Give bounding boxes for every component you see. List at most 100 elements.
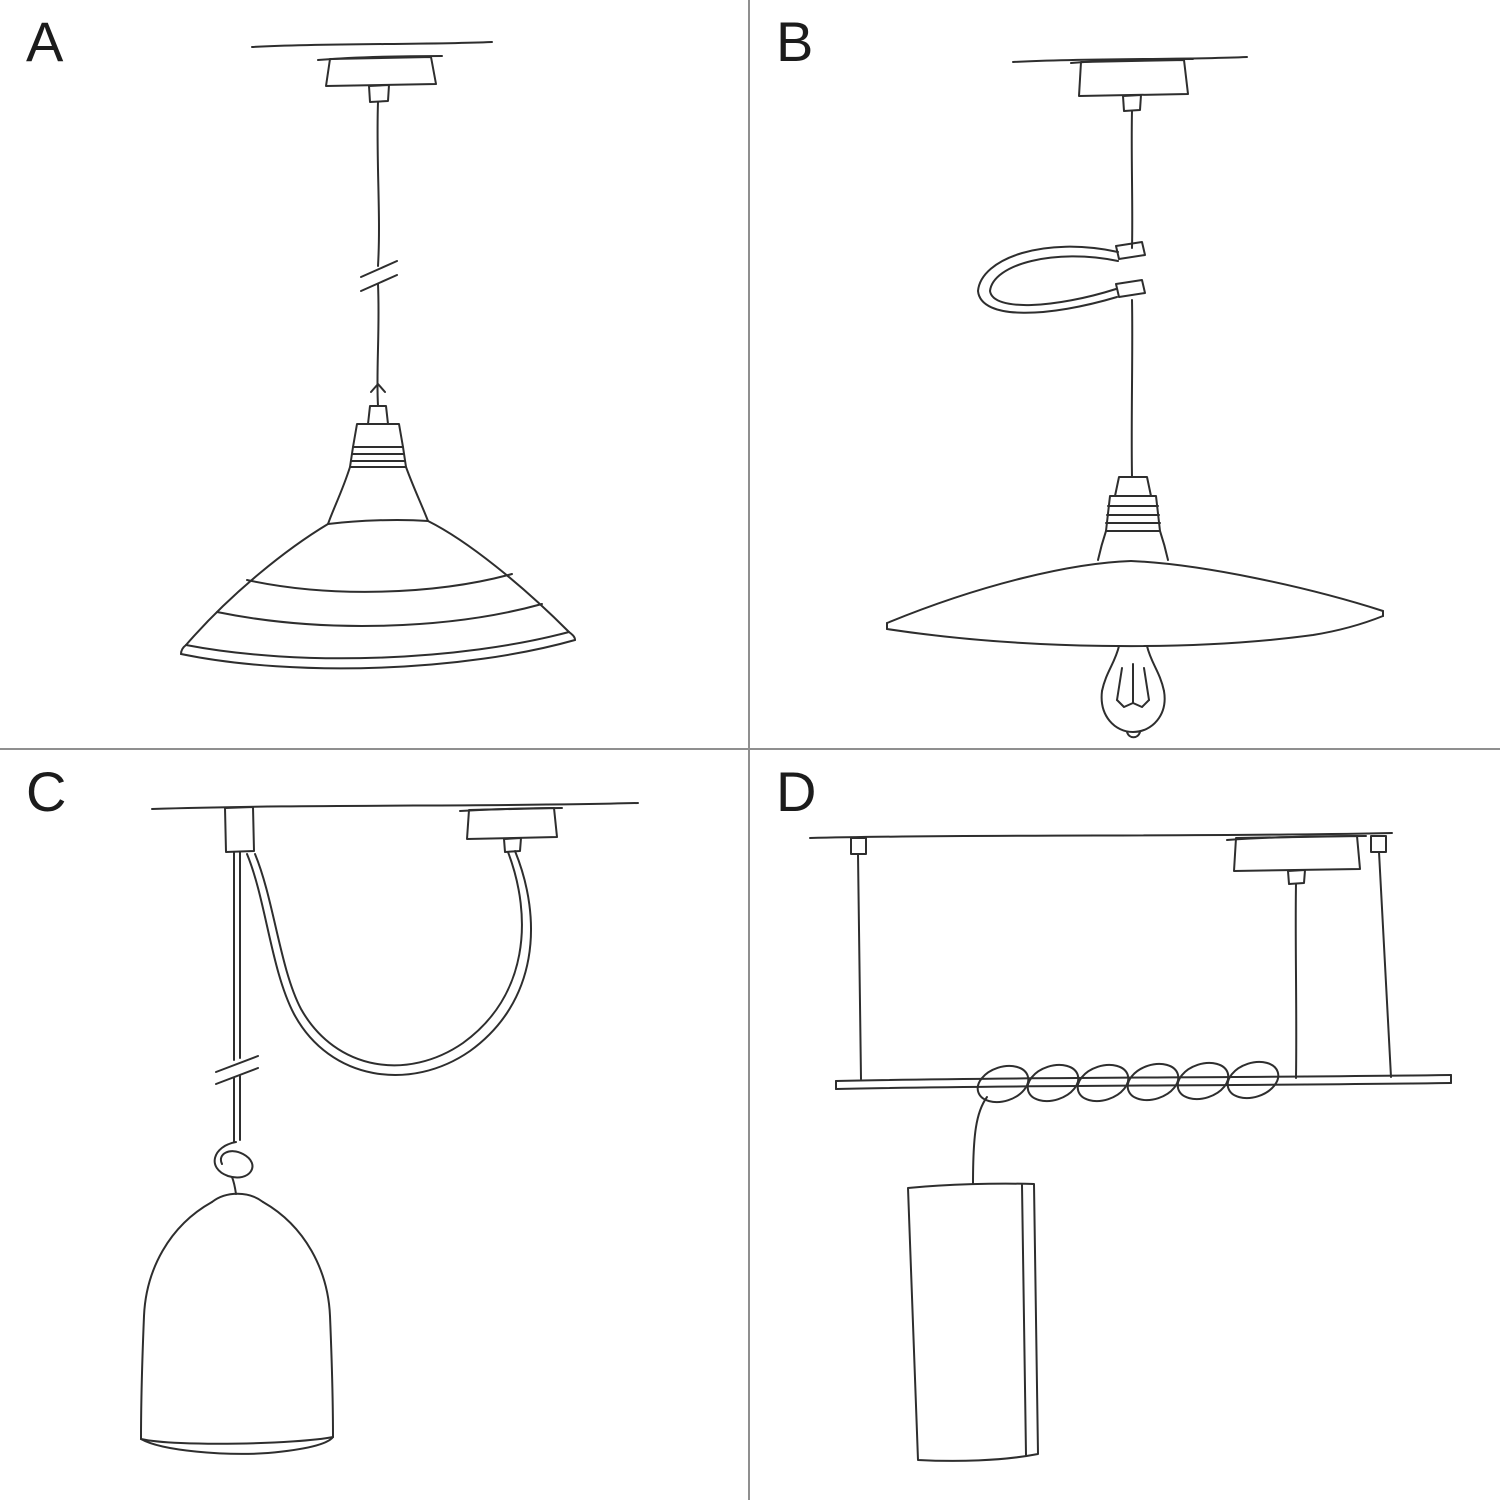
bulb-tip [1126,731,1141,739]
plate-top-right [1130,560,1384,612]
filament-right [1143,667,1150,701]
swag-cable-c [246,850,532,1076]
cable-coil-d [976,1060,1280,1104]
bulb-body [1100,690,1166,733]
ceiling-c [151,802,639,810]
coil-loop-2 [1026,1063,1080,1103]
ceiling-a [251,41,493,48]
knot-tail [231,1176,237,1195]
lip-end-right [568,631,576,641]
hanger-square-left [850,837,867,855]
bell-rim-outer [140,1436,334,1455]
pendant-bar-tube-shade-sketch [809,832,1452,1462]
bell-top [211,1192,264,1203]
divider-horizontal [0,748,1500,750]
rose-box [325,56,437,87]
ceiling-line [809,832,1393,839]
cable-lower [376,283,380,407]
coil-loop-5 [1176,1061,1230,1101]
filament-base [1116,699,1150,708]
loop-clip-bottom [1115,279,1146,298]
bell-right-profile [262,1201,334,1438]
light-bulb-b [1100,645,1166,739]
main-cable-d [1294,883,1298,1079]
lamp-holder-b [1097,476,1169,561]
ceiling-line [251,41,493,48]
pendant-industrial-bowl-shade-sketch [180,41,576,670]
panel-d-label: D [776,760,818,823]
cable-upper [376,101,380,267]
holder-neck [367,405,389,425]
cable-knot-c [213,1141,254,1195]
tube-inner-edge [1021,1184,1027,1456]
shade-contour-2 [216,603,543,627]
hanger-wire-right [1378,851,1392,1078]
cable-gland [1287,869,1306,885]
holder-cup-right [405,466,429,522]
coil-loop-3 [1076,1063,1130,1103]
panel-c-label: C [26,760,68,823]
cable-loop-b [977,241,1146,314]
drop-cable-d [972,1096,988,1185]
shade-top-join [327,519,429,525]
coil-loop-6 [1226,1060,1280,1100]
rose-box [1078,59,1189,97]
holder-ferrule [349,446,407,468]
lamp-holder-a [327,405,429,525]
swag-line-inner [254,851,523,1067]
bell-rim-inner [140,1436,334,1445]
drop-to-tube [972,1096,988,1185]
ceiling-rose-d [1226,835,1367,885]
cable-gland [1122,94,1142,112]
bell-left-profile [140,1201,213,1440]
cable-gland [368,84,390,103]
ceiling-line [151,802,639,810]
swag-pendant-bell-shade-sketch [140,802,639,1455]
tube-shade-d [907,1182,1039,1462]
break-slash-1 [215,1055,259,1073]
knot-loop [213,1141,254,1179]
holder-cup-left [327,466,351,525]
cable-a [360,101,398,407]
holder-flange [352,423,404,448]
ceiling-rose-a [317,55,443,103]
plate-top-left [886,560,1132,624]
panel-d: D [750,750,1500,1500]
hook-bracket [224,806,255,853]
bulb-neck-right [1146,645,1165,692]
holder-cap [1114,476,1152,497]
hanger-square-right [1370,835,1387,853]
shade-right-profile [427,520,570,633]
cable-b [1130,110,1134,478]
swag-line-outer [246,850,532,1076]
ceiling-rose-c [459,807,563,853]
ceiling-rose-b [1070,58,1194,112]
cable-drop-from-rose [1294,883,1298,1079]
panel-b: B [750,0,1500,750]
filament-left [1116,667,1123,701]
shade-contour-1 [246,573,513,593]
pendant-flat-plate-shade-sketch [886,56,1384,739]
holder-flare-right [1159,530,1169,561]
break-slash-2 [215,1067,259,1085]
ceiling-hook-c [224,806,255,853]
holder-flare-left [1097,530,1107,561]
shade-bottom-edge [185,631,570,660]
coil-loop-1 [976,1064,1030,1104]
suspension-hangers-d [850,835,1392,1080]
panel-b-label: B [776,10,815,73]
cable-gland [503,837,522,853]
hanger-wire-left [857,853,862,1080]
drop-cable-c [215,851,259,1143]
horizontal-bar-d [835,1074,1452,1090]
divider-vertical [748,0,750,1500]
loop-clip-top [1115,241,1146,260]
chevron-mark [370,383,386,393]
cable-lower [1130,299,1134,478]
bulb-neck-left [1101,645,1120,692]
ceiling-d [809,832,1393,839]
shade-rolled-lip [180,639,576,670]
cable-upper [1130,110,1134,249]
loop-outer [977,245,1119,314]
loop-inner [989,255,1119,307]
